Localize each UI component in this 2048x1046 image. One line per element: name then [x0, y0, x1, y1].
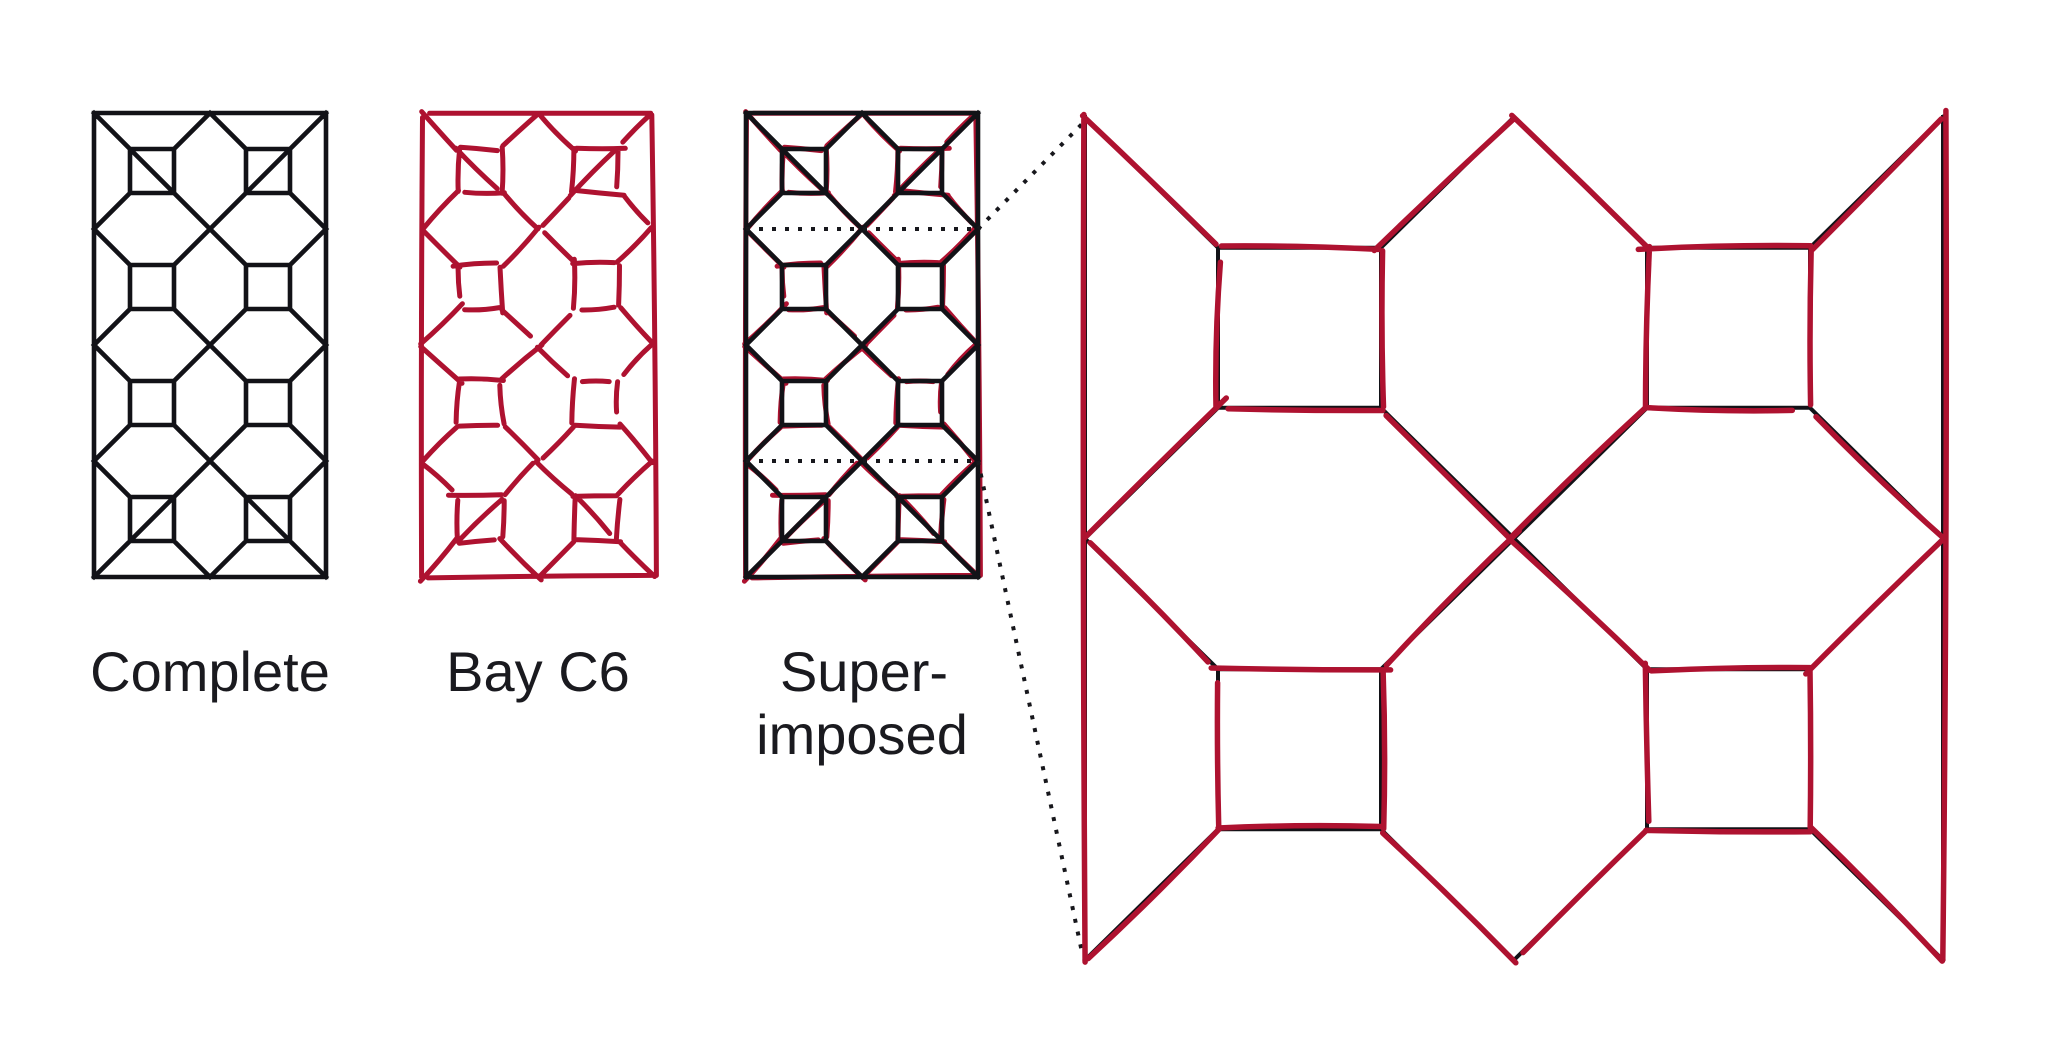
label-complete: Complete: [90, 640, 330, 703]
label-superimposed-line2: imposed: [756, 703, 968, 766]
label-bay-c6: Bay C6: [446, 640, 630, 703]
bay-c6-panel-figure: [417, 109, 659, 584]
superimposed-panel-black-figure: [742, 109, 982, 581]
label-superimposed-line1: Super-: [779, 640, 949, 703]
zoom-connector-bottom-guide: [976, 460, 1085, 958]
complete-panel-figure: [90, 109, 330, 581]
magnified-red-figure: [1079, 107, 1950, 966]
zoom-connector-top-guide: [976, 119, 1087, 231]
